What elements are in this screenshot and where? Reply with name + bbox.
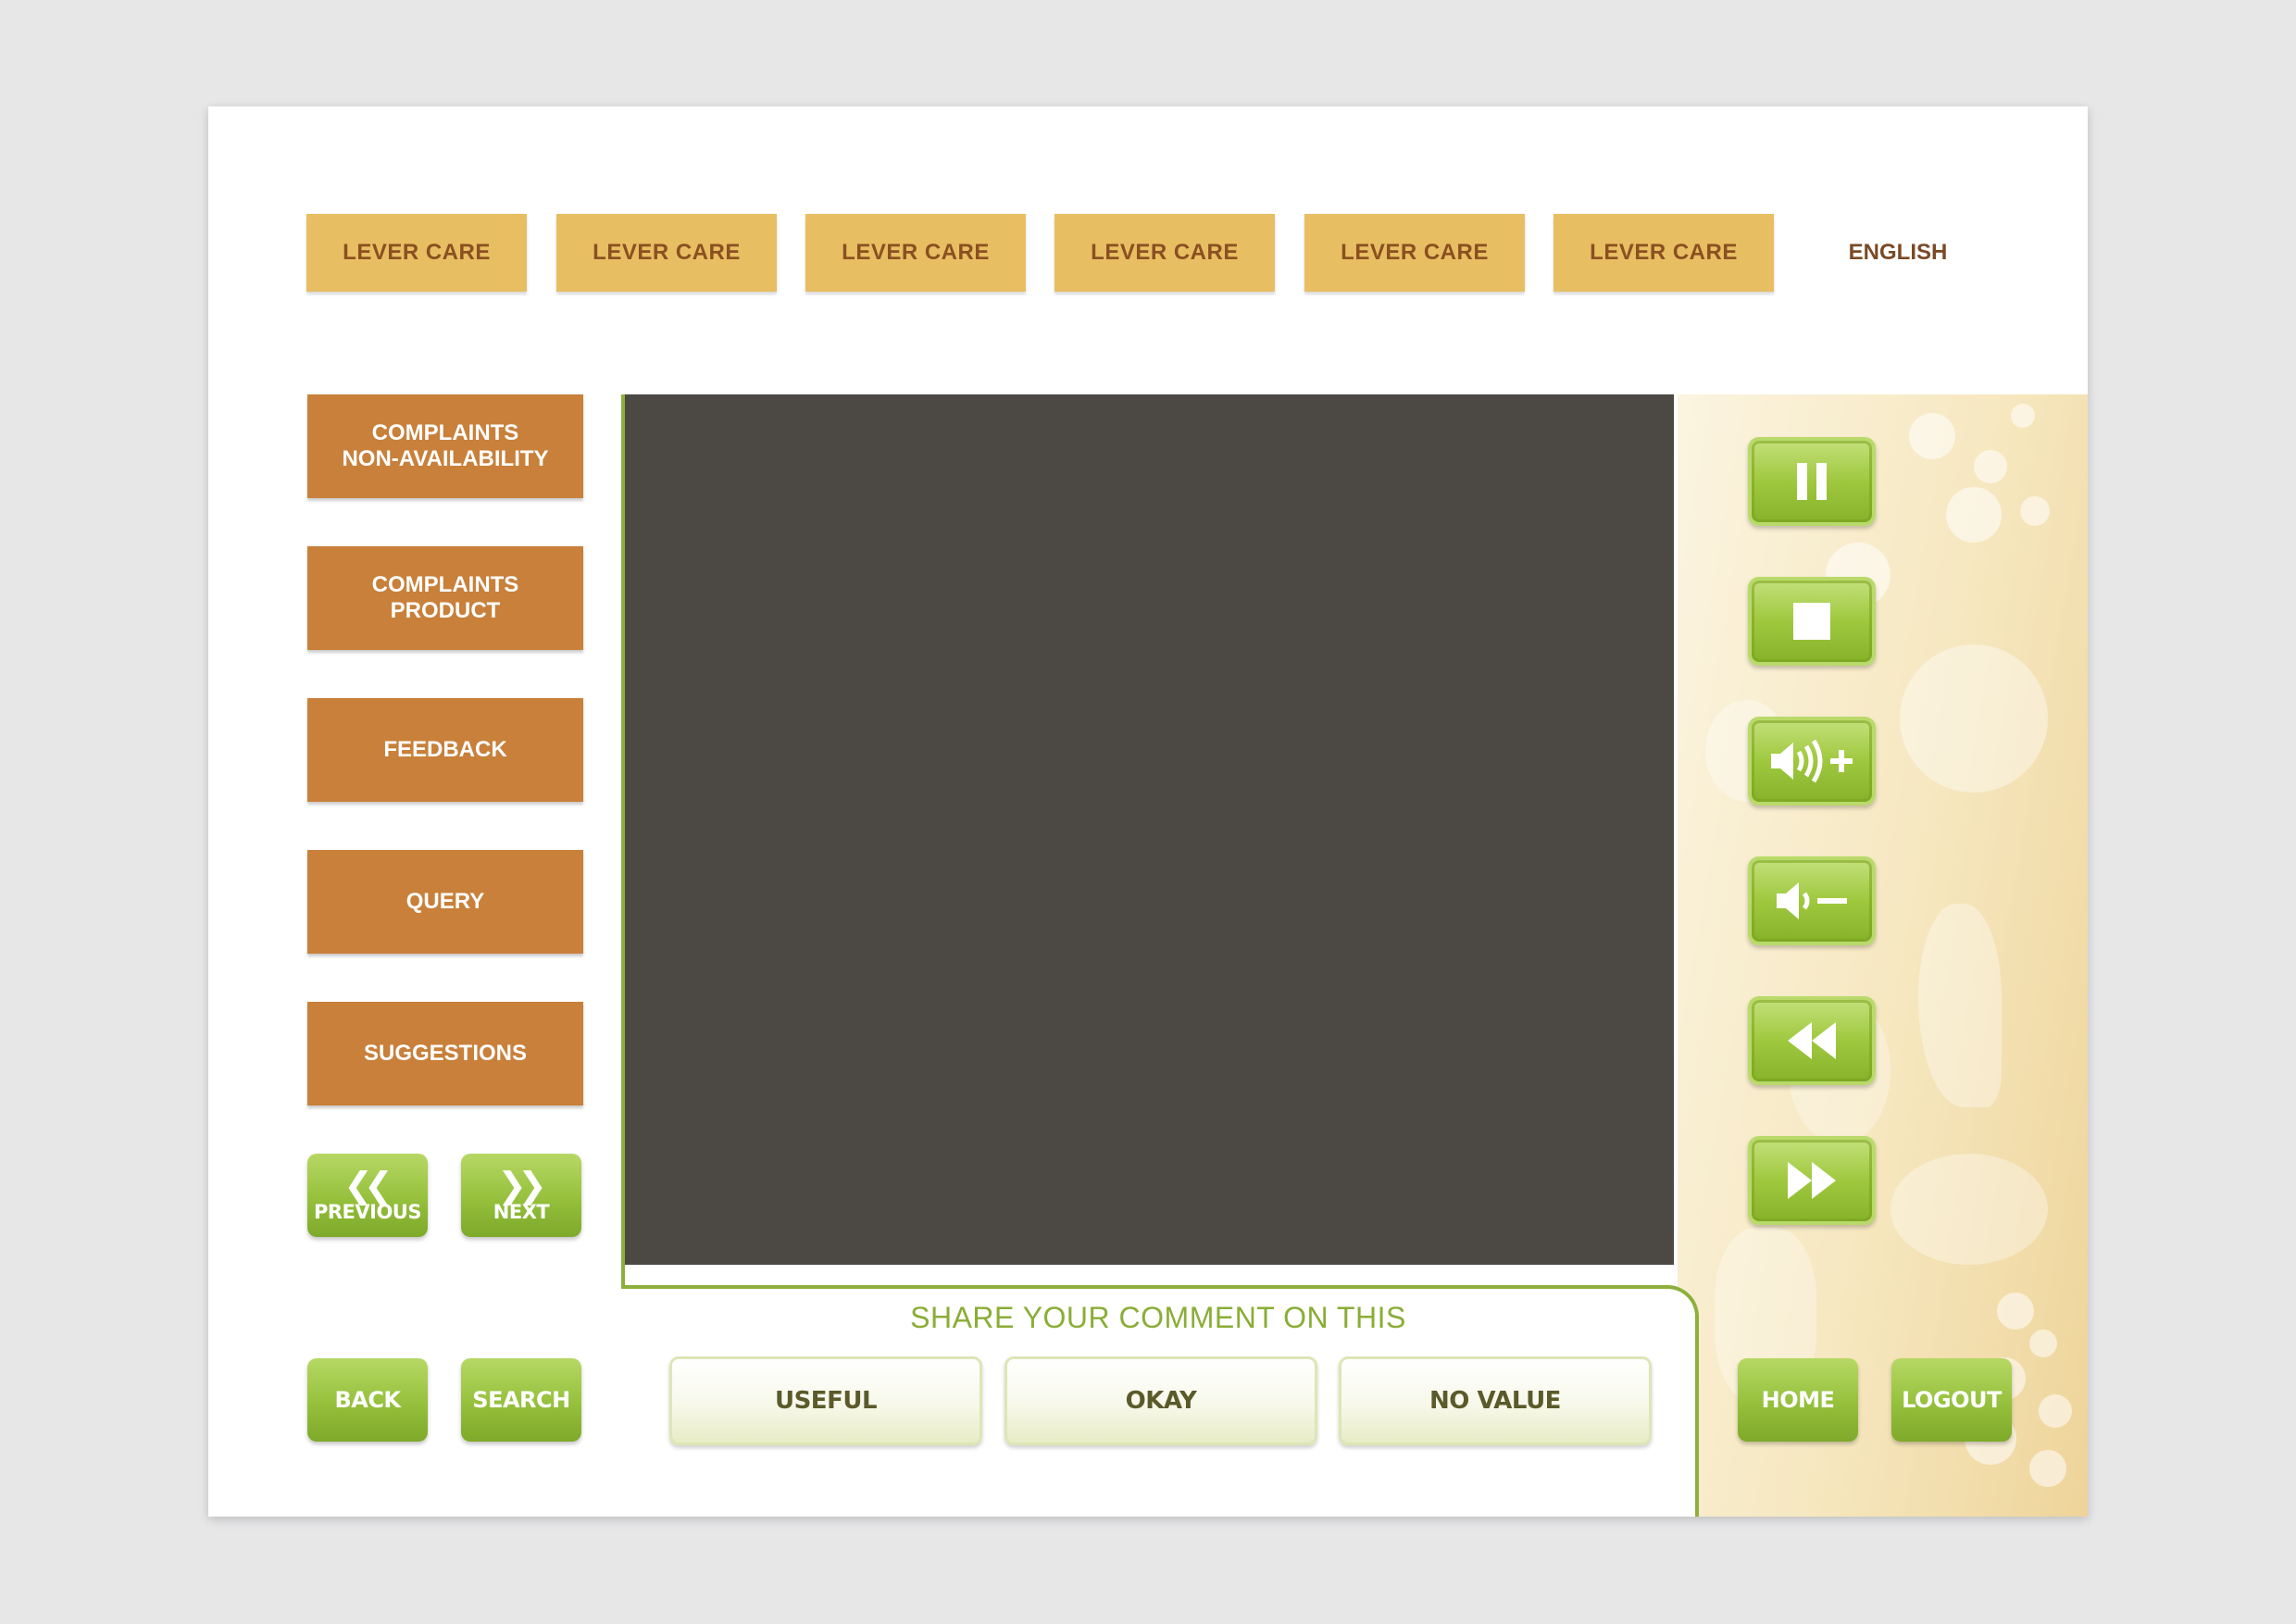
fast-forward-icon: [1788, 1162, 1836, 1199]
logout-button[interactable]: LOGOUT: [1891, 1358, 2012, 1442]
okay-button[interactable]: OKAY: [1004, 1356, 1317, 1445]
pause-button[interactable]: [1748, 437, 1876, 526]
home-button[interactable]: HOME: [1738, 1358, 1858, 1442]
tab-lever-care-4[interactable]: LEVER CARE: [1054, 214, 1275, 292]
tab-lever-care-6[interactable]: LEVER CARE: [1554, 214, 1774, 292]
double-chevron-right-icon: ❯❯: [497, 1165, 547, 1206]
complaints-non-availability-button[interactable]: COMPLAINTS NON-AVAILABILITY: [307, 394, 583, 498]
suggestions-button[interactable]: SUGGESTIONS: [307, 1002, 583, 1106]
volume-down-button[interactable]: [1748, 856, 1876, 945]
rewind-button[interactable]: [1748, 996, 1876, 1085]
decorative-pattern: [1678, 394, 2088, 1517]
video-player[interactable]: [625, 394, 1674, 1265]
language-selector[interactable]: ENGLISH: [1848, 240, 1948, 265]
tab-lever-care-1[interactable]: LEVER CARE: [306, 214, 527, 292]
next-button[interactable]: ❯❯ NEXT: [461, 1154, 581, 1237]
stop-button[interactable]: [1748, 577, 1876, 666]
tab-lever-care-2[interactable]: LEVER CARE: [556, 214, 777, 292]
double-chevron-left-icon: ❮❮: [343, 1165, 393, 1206]
complaints-product-button[interactable]: COMPLAINTS PRODUCT: [307, 546, 583, 650]
fast-forward-button[interactable]: [1748, 1136, 1876, 1225]
tab-lever-care-3[interactable]: LEVER CARE: [805, 214, 1026, 292]
content-divider: [621, 394, 625, 1517]
volume-down-icon: [1777, 882, 1847, 919]
feedback-button[interactable]: FEEDBACK: [307, 698, 583, 802]
next-label: NEXT: [493, 1201, 550, 1223]
search-button[interactable]: SEARCH: [461, 1358, 581, 1442]
previous-label: PREVIOUS: [313, 1201, 422, 1223]
useful-button[interactable]: USEFUL: [669, 1356, 982, 1445]
query-button[interactable]: QUERY: [307, 850, 583, 954]
pause-icon: [1797, 463, 1827, 500]
volume-up-button[interactable]: [1748, 717, 1876, 806]
volume-up-icon: [1771, 739, 1853, 783]
stop-icon: [1793, 603, 1830, 640]
tab-lever-care-5[interactable]: LEVER CARE: [1304, 214, 1525, 292]
rewind-icon: [1788, 1022, 1836, 1059]
previous-button[interactable]: ❮❮ PREVIOUS: [307, 1154, 428, 1237]
no-value-button[interactable]: NO VALUE: [1339, 1356, 1652, 1445]
kiosk-panel: LEVER CARE LEVER CARE LEVER CARE LEVER C…: [208, 106, 2088, 1517]
back-button[interactable]: BACK: [307, 1358, 428, 1442]
comment-title: SHARE YOUR COMMENT ON THIS: [910, 1301, 1406, 1334]
